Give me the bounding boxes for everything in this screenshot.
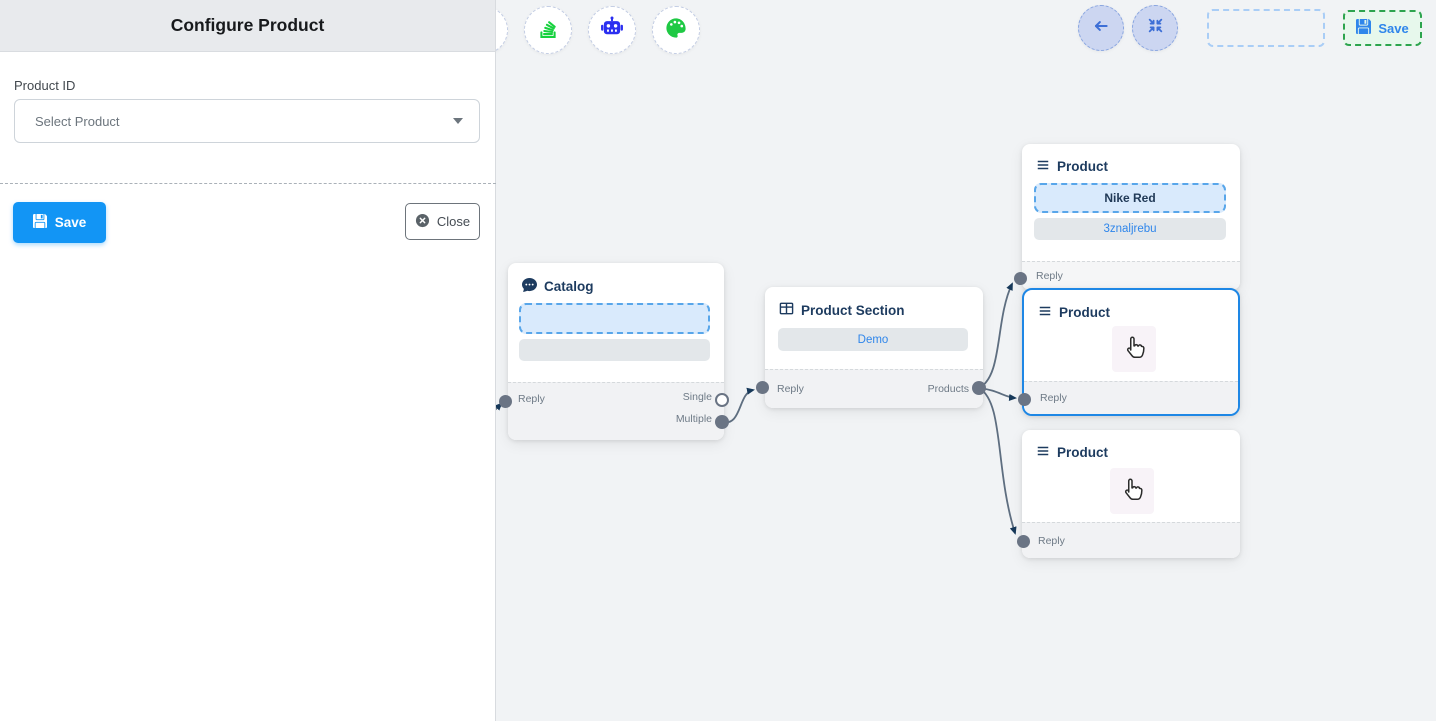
close-button[interactable]: Close <box>405 203 480 240</box>
product-1-name-box[interactable]: Nike Red <box>1034 183 1226 213</box>
product-3-reply-label: Reply <box>1038 535 1065 547</box>
catalog-body-value[interactable] <box>519 339 710 361</box>
product-3-node-title: Product <box>1057 445 1109 460</box>
configure-product-panel: Configure Product Product ID Select Prod… <box>0 0 496 721</box>
product-id-select-value: Select Product <box>35 113 120 129</box>
product-section-reply-port[interactable] <box>756 381 769 394</box>
bot-button[interactable] <box>588 6 636 54</box>
robot-icon <box>600 15 624 45</box>
node-catalog[interactable]: Catalog Reply Single Multiple <box>508 263 724 440</box>
node-product-section[interactable]: Product Section Demo Reply Products <box>765 287 983 408</box>
flows-button[interactable] <box>524 6 572 54</box>
product-1-node-header[interactable]: Product <box>1022 144 1240 175</box>
table-icon <box>779 301 794 319</box>
chat-icon <box>522 277 537 295</box>
catalog-single-label: Single <box>682 391 712 403</box>
catalog-node-footer: Reply Single Multiple <box>508 382 724 440</box>
catalog-reply-label: Reply <box>518 393 545 405</box>
save-button[interactable]: Save <box>13 202 106 243</box>
product-section-demo-button[interactable]: Demo <box>778 328 968 351</box>
product-1-reply-port[interactable] <box>1014 272 1027 285</box>
product-3-node-header[interactable]: Product <box>1022 430 1240 461</box>
save-button-label: Save <box>54 215 87 230</box>
product-1-id: 3znaljrebu <box>1103 223 1157 235</box>
panel-divider <box>0 183 496 184</box>
product-section-node-footer: Reply Products <box>765 369 983 408</box>
product-section-node-header[interactable]: Product Section <box>765 287 983 319</box>
node-product-2[interactable]: Product Reply <box>1022 288 1240 416</box>
node-product-1[interactable]: Product Nike Red 3znaljrebu Reply <box>1022 144 1240 290</box>
canvas-save-label: Save <box>1378 20 1409 36</box>
product-1-node-title: Product <box>1057 159 1109 174</box>
product-section-products-port[interactable] <box>972 381 986 395</box>
product-id-label: Product ID <box>14 78 76 93</box>
catalog-body-input[interactable] <box>519 303 710 334</box>
product-3-cursor <box>1110 468 1154 514</box>
catalog-node-header[interactable]: Catalog <box>508 263 724 295</box>
product-section-node-title: Product Section <box>801 302 905 318</box>
product-id-select[interactable]: Select Product <box>14 99 480 143</box>
panel-header: Configure Product <box>0 0 495 52</box>
product-3-node-footer: Reply <box>1022 522 1240 558</box>
product-section-reply-label: Reply <box>777 383 804 395</box>
chevron-down-icon <box>453 118 463 124</box>
stack-icon <box>537 17 559 44</box>
product-section-products-label: Products <box>927 383 969 395</box>
back-button[interactable] <box>1078 5 1124 51</box>
product-2-node-header[interactable]: Product <box>1024 290 1238 321</box>
hand-pointer-icon <box>1121 334 1147 365</box>
product-2-node-title: Product <box>1059 305 1111 320</box>
catalog-reply-port[interactable] <box>499 395 512 408</box>
edge-products-to-product3-reply[interactable] <box>978 387 1017 535</box>
product-2-reply-label: Reply <box>1040 392 1067 404</box>
product-1-name: Nike Red <box>1104 191 1156 205</box>
close-icon <box>415 213 430 231</box>
product-1-node-footer: Reply <box>1022 261 1240 290</box>
fit-view-button[interactable] <box>1132 5 1178 51</box>
close-button-label: Close <box>436 214 471 229</box>
product-2-reply-port[interactable] <box>1018 393 1031 406</box>
compress-icon <box>1147 17 1164 39</box>
product-2-node-footer: Reply <box>1024 381 1238 414</box>
save-icon <box>32 214 47 231</box>
theme-button[interactable] <box>652 6 700 54</box>
catalog-multiple-label: Multiple <box>675 413 712 425</box>
product-2-cursor <box>1112 326 1156 372</box>
product-1-id-box[interactable]: 3znaljrebu <box>1034 218 1226 240</box>
menu-icon <box>1036 158 1050 175</box>
save-icon <box>1356 19 1372 37</box>
hand-pointer-icon <box>1119 476 1145 507</box>
demo-label: Demo <box>857 333 889 346</box>
catalog-multiple-port[interactable] <box>715 415 729 429</box>
menu-icon <box>1036 444 1050 461</box>
catalog-single-port[interactable] <box>715 393 729 407</box>
edge-products-to-product1-reply[interactable] <box>978 282 1013 389</box>
node-product-3[interactable]: Product Reply <box>1022 430 1240 558</box>
menu-icon <box>1038 304 1052 321</box>
palette-icon <box>665 17 687 44</box>
panel-title: Configure Product <box>170 15 325 35</box>
toolbar-empty-slot[interactable] <box>1207 9 1325 47</box>
product-1-reply-label: Reply <box>1036 270 1063 282</box>
canvas-save-button[interactable]: Save <box>1343 10 1422 46</box>
catalog-node-title: Catalog <box>544 278 594 294</box>
product-3-reply-port[interactable] <box>1017 535 1030 548</box>
arrow-left-icon <box>1092 17 1110 40</box>
